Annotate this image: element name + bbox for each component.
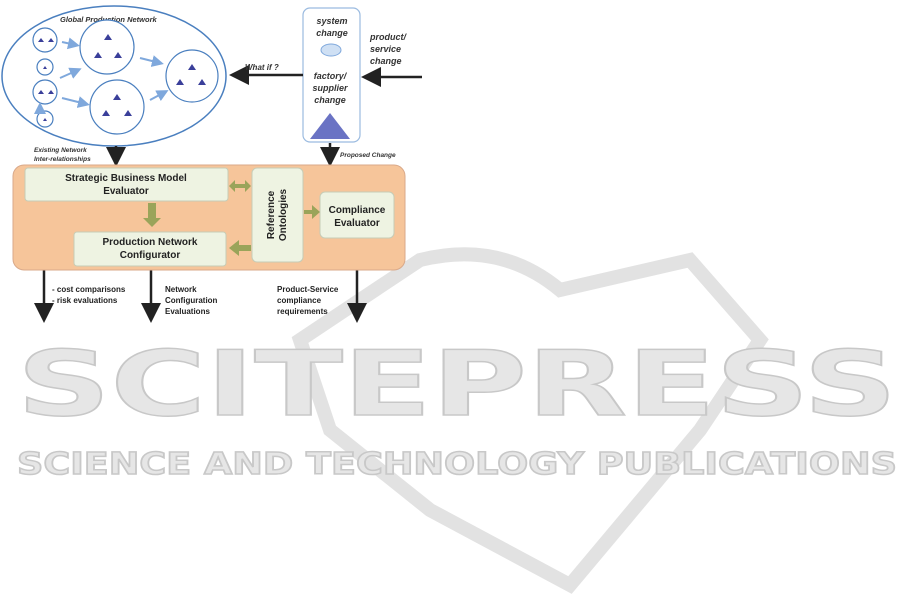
proposed-change-label: Proposed Change	[340, 152, 396, 159]
watermark-sub: SCIENCE AND TECHNOLOGY PUBLICATIONS	[17, 447, 897, 482]
svg-text:ReferenceOntologies: ReferenceOntologies	[266, 188, 289, 241]
green-arrows	[143, 180, 320, 256]
factory-change-label: factory/	[314, 71, 348, 81]
change-box: system change factory/supplier change	[302, 7, 361, 143]
system-change-label: system	[316, 16, 347, 26]
system-change-label-2: change	[316, 28, 348, 38]
factory-change-label-3: change	[314, 95, 346, 105]
watermark: SCITEPRESS SCIENCE AND TECHNOLOGY PUBLIC…	[16, 247, 898, 594]
supplier-pyramid-icon	[310, 113, 350, 139]
watermark-main: SCITEPRESS	[17, 332, 897, 437]
factory-change-label-2: supplier	[312, 83, 348, 93]
cost-output-label: - cost comparisons- risk evaluations	[52, 285, 126, 305]
what-if-label: What if ?	[245, 63, 279, 72]
network-nodes	[32, 19, 219, 135]
reference-ontologies: ReferenceOntologies	[251, 167, 304, 263]
global-production-network: Global Production Network	[1, 5, 227, 147]
book-watermark-icon	[291, 247, 769, 594]
factory-icons	[38, 34, 206, 121]
system-icon	[320, 43, 342, 57]
flow-arrows	[34, 37, 169, 114]
